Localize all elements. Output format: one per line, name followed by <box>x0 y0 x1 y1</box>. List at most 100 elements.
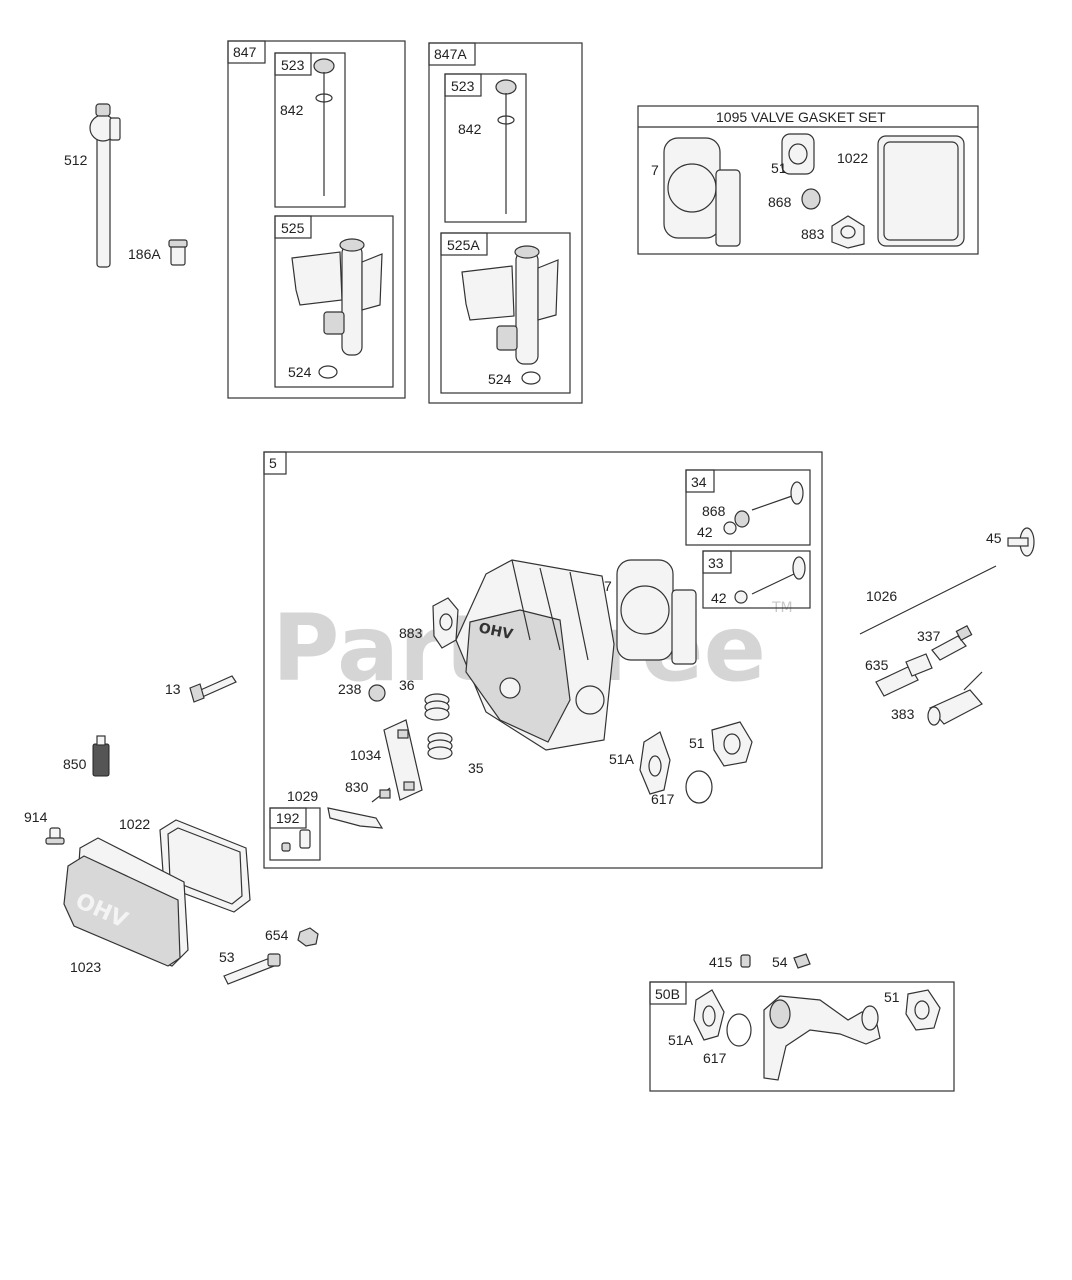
label-868-b: 868 <box>702 503 726 519</box>
label-51A-c: 51A <box>668 1032 694 1048</box>
label-1022-b: 1022 <box>119 816 150 832</box>
box-847-label: 847 <box>233 44 257 60</box>
part-7-head-gasket-b[interactable] <box>616 559 697 665</box>
part-238-plug[interactable] <box>368 684 386 702</box>
label-35: 35 <box>468 760 484 776</box>
part-1022-cover-gasket-a[interactable] <box>877 135 965 247</box>
label-842-a: 842 <box>280 102 304 118</box>
part-42-retainer-b[interactable] <box>734 590 748 604</box>
part-850-sealant-tube[interactable] <box>92 735 110 777</box>
box-5-tag <box>263 451 287 475</box>
box-50B-tag <box>649 981 687 1005</box>
box-5-label: 5 <box>269 455 277 471</box>
part-883-gasket-b[interactable] <box>432 597 459 649</box>
part-883-gasket-a[interactable] <box>831 215 865 249</box>
part-36-valve-spring[interactable] <box>424 693 450 721</box>
part-383-ignition-armature[interactable] <box>927 671 983 726</box>
part-523-dipstick[interactable] <box>313 58 335 196</box>
part-525A-dipstick-tube-assembly[interactable] <box>461 245 559 365</box>
label-45: 45 <box>986 530 1002 546</box>
box-33-label: 33 <box>708 555 724 571</box>
part-524-o-ring-b[interactable] <box>521 371 541 385</box>
label-850: 850 <box>63 756 87 772</box>
box-847A-label: 847A <box>434 46 467 62</box>
label-635: 635 <box>865 657 889 673</box>
part-51-gasket-a[interactable] <box>781 133 815 175</box>
label-36: 36 <box>399 677 415 693</box>
part-51-gasket-c[interactable] <box>905 989 941 1031</box>
label-914: 914 <box>24 809 48 825</box>
part-54-bolt[interactable] <box>793 953 811 969</box>
part-cylinder-head[interactable]: OHV <box>455 559 615 751</box>
part-524-o-ring-a[interactable] <box>318 365 338 379</box>
part-33-intake-valve[interactable] <box>751 556 806 595</box>
label-238: 238 <box>338 681 362 697</box>
part-7-head-gasket-a[interactable] <box>663 137 741 247</box>
box-192-label: 192 <box>276 810 300 826</box>
label-830: 830 <box>345 779 369 795</box>
box-34 <box>685 469 811 546</box>
part-192-adjusting-screw[interactable] <box>281 829 311 852</box>
box-525 <box>274 215 394 388</box>
label-383: 383 <box>891 706 915 722</box>
part-914-bolt[interactable] <box>45 827 65 845</box>
box-50B <box>649 981 955 1092</box>
label-512: 512 <box>64 152 88 168</box>
part-617-o-ring-a[interactable] <box>685 770 713 804</box>
label-7-a: 7 <box>651 162 659 178</box>
label-42-b: 42 <box>711 590 727 606</box>
label-51-c: 51 <box>884 989 900 1005</box>
box-523b-label: 523 <box>451 78 475 94</box>
part-654-nut[interactable] <box>297 927 319 947</box>
label-654: 654 <box>265 927 289 943</box>
part-50B-intake-manifold[interactable] <box>763 995 881 1081</box>
label-524-a: 524 <box>288 364 312 380</box>
part-415-screw[interactable] <box>740 954 751 968</box>
part-635-sleeve[interactable] <box>875 653 933 697</box>
label-883-b: 883 <box>399 625 423 641</box>
part-45-valve[interactable] <box>1007 527 1035 557</box>
part-512-dipstick-tube[interactable] <box>89 103 121 268</box>
part-523-dipstick-b[interactable] <box>495 79 517 214</box>
label-524-b: 524 <box>488 371 512 387</box>
label-42-a: 42 <box>697 524 713 540</box>
label-617-b: 617 <box>703 1050 727 1066</box>
part-1034-breather-plate[interactable] <box>383 719 423 801</box>
part-186A-fitting[interactable] <box>168 239 188 266</box>
label-51-a: 51 <box>771 160 787 176</box>
label-53: 53 <box>219 949 235 965</box>
box-847A-tag <box>428 42 476 66</box>
label-51-b: 51 <box>689 735 705 751</box>
part-868-valve-seal-b[interactable] <box>734 510 750 528</box>
box-33-tag <box>702 550 732 574</box>
box-192-tag <box>269 807 307 829</box>
part-42-retainer-a[interactable] <box>723 521 737 535</box>
part-51-gasket-b[interactable] <box>711 721 753 767</box>
head-ohv-text: OHV <box>477 620 514 643</box>
part-53-stud[interactable] <box>223 953 281 985</box>
box-847-tag <box>227 40 266 64</box>
part-51A-gasket-b[interactable] <box>639 731 671 795</box>
box-525A-tag <box>440 232 488 256</box>
part-617-o-ring-b[interactable] <box>726 1013 752 1047</box>
label-1034: 1034 <box>350 747 381 763</box>
box-34-tag <box>685 469 715 493</box>
part-830-rocker-stud[interactable] <box>371 787 391 803</box>
part-1026-push-rod[interactable] <box>859 565 997 635</box>
part-337-spark-plug[interactable] <box>931 624 973 661</box>
part-525-dipstick-tube-assembly[interactable] <box>291 238 383 356</box>
box-523a-label: 523 <box>281 57 305 73</box>
part-1023-valve-cover[interactable]: OHV <box>63 837 189 967</box>
label-13: 13 <box>165 681 181 697</box>
part-868-valve-seal-a[interactable] <box>801 188 821 210</box>
part-34-exhaust-valve[interactable] <box>751 481 804 511</box>
part-13-bolt[interactable] <box>189 675 237 703</box>
box-33 <box>702 550 811 609</box>
part-1029-rocker-arm[interactable] <box>327 807 384 829</box>
label-54: 54 <box>772 954 788 970</box>
box-525-label: 525 <box>281 220 305 236</box>
box-847 <box>227 40 406 399</box>
part-35-valve-spring[interactable] <box>427 732 453 760</box>
part-51A-gasket-c[interactable] <box>693 989 725 1041</box>
